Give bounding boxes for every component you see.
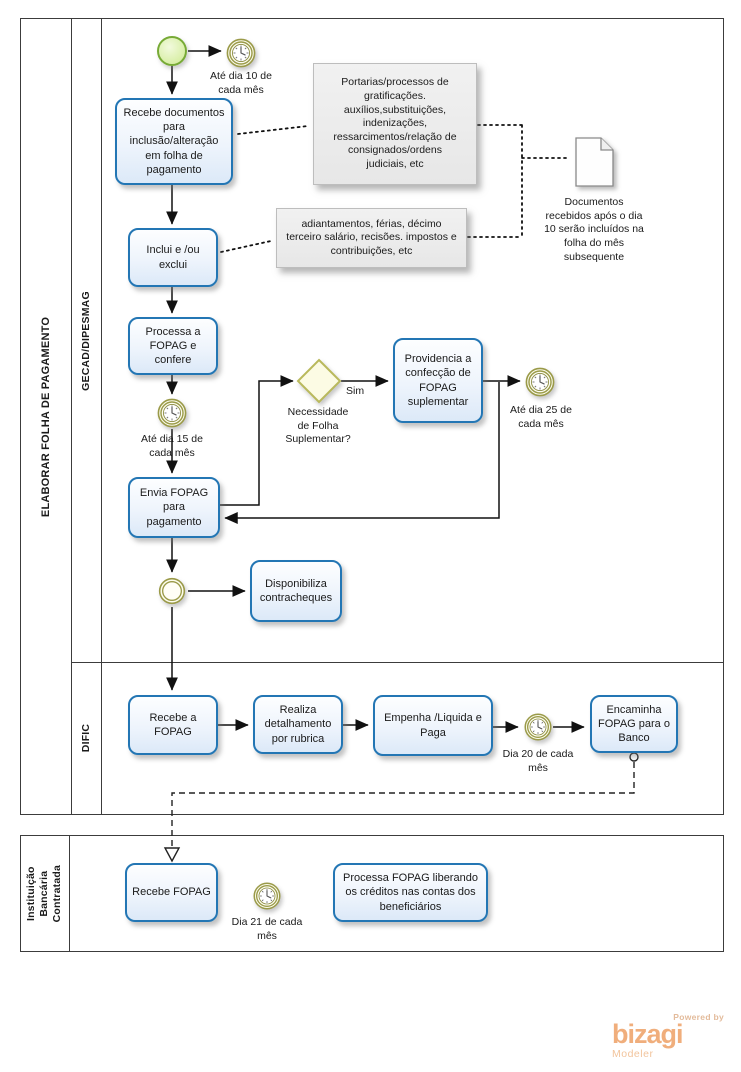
lane-divider — [71, 662, 723, 663]
gateway-necessidade-folha[interactable] — [296, 358, 342, 404]
timer-dia20-label: Dia 20 de cada mês — [502, 748, 574, 774]
task-providencia-suplementar[interactable]: Providencia a confecção de FOPAG supleme… — [393, 338, 483, 423]
timer-dia10-label: Até dia 10 de cada mês — [210, 70, 272, 96]
task-encaminha-fopag-banco[interactable]: Encaminha FOPAG para o Banco — [590, 695, 678, 753]
task-recebe-fopag[interactable]: Recebe FOPAG — [125, 863, 218, 922]
pool-instituicao-bancaria: Instituição Bancária Contratada — [20, 835, 724, 952]
timer-event-dia25-icon[interactable] — [524, 366, 556, 398]
annotation-portarias: Portarias/processos de gratificações. au… — [313, 63, 477, 185]
task-label: Empenha /Liquida e Paga — [384, 712, 482, 739]
document-icon[interactable] — [575, 137, 615, 187]
task-label: Encaminha FOPAG para o Banco — [598, 703, 670, 745]
pool1-title-cell: ELABORAR FOLHA DE PAGAMENTO — [21, 19, 72, 814]
annotation-adiantamentos: adiantamentos, férias, décimo terceiro s… — [276, 208, 467, 268]
task-label: Inclui e /ou exclui — [146, 244, 200, 271]
timer-event-dia10-icon[interactable] — [225, 37, 257, 69]
message-flow-encaminha-to-recebe-fopag — [163, 752, 639, 863]
pool-elaborar-folha: ELABORAR FOLHA DE PAGAMENTO GECAD/DIPESM… — [20, 18, 724, 815]
task-realiza-detalhamento[interactable]: Realiza detalhamento por rubrica — [253, 695, 343, 754]
task-processa-confere[interactable]: Processa a FOPAG e confere — [128, 317, 218, 375]
flow-loop-to-envia — [224, 382, 500, 524]
lane-dific-label-cell: DIFIC — [71, 662, 102, 814]
task-label: Recebe a FOPAG — [149, 711, 197, 738]
bizagi-logo: bizagi — [612, 1019, 684, 1049]
task-label: Recebe documentos para inclusão/alteraçã… — [123, 106, 225, 176]
pool2-title-cell: Instituição Bancária Contratada — [21, 836, 70, 951]
assoc-recebe-doc-to-note1 — [237, 125, 309, 135]
annotation-text: adiantamentos, férias, décimo terceiro s… — [286, 217, 457, 257]
assoc-notes-to-document — [467, 124, 571, 238]
annotation-text: Portarias/processos de gratificações. au… — [333, 76, 457, 171]
task-label: Disponibiliza contracheques — [259, 577, 333, 604]
task-label: Realiza detalhamento por rubrica — [264, 704, 332, 745]
lane-gecad-label-cell: GECAD/DIPESMAG — [71, 19, 102, 662]
gateway-sim-label: Sim — [346, 385, 365, 397]
bizagi-branding: Powered by bizagi Modeler — [612, 1012, 724, 1060]
timer-event-dia21-icon[interactable] — [252, 881, 282, 911]
task-label: Providencia a confecção de FOPAG supleme… — [404, 352, 472, 408]
start-event[interactable] — [157, 36, 187, 66]
timer-event-dia20-icon[interactable] — [523, 712, 553, 742]
task-envia-fopag[interactable]: Envia FOPAG para pagamento — [128, 477, 220, 538]
task-processa-fopag-liberando[interactable]: Processa FOPAG liberando os créditos nas… — [333, 863, 488, 922]
task-disponibiliza-contracheques[interactable]: Disponibiliza contracheques — [250, 560, 342, 622]
modeler-text: Modeler — [612, 1047, 654, 1060]
timer-dia21-label: Dia 21 de cada mês — [231, 916, 303, 942]
timer-dia25-label: Até dia 25 de cada mês — [510, 404, 572, 430]
timer-dia15-label: Até dia 15 de cada mês — [141, 433, 203, 459]
timer-event-dia15-icon[interactable] — [156, 397, 188, 429]
task-label: Processa FOPAG liberando os créditos nas… — [343, 872, 478, 913]
task-label: Recebe FOPAG — [132, 886, 211, 899]
task-empenha-liquida-paga[interactable]: Empenha /Liquida e Paga — [373, 695, 493, 756]
flow-envia-to-gateway — [220, 375, 294, 506]
gateway-label: Necessidade de Folha Suplementar? — [285, 406, 351, 446]
task-recebe-documentos[interactable]: Recebe documentos para inclusão/alteraçã… — [115, 98, 233, 185]
powered-by-text: Powered by — [673, 1012, 724, 1022]
task-label: Processa a FOPAG e confere — [145, 325, 201, 367]
document-label: Documentos recebidos após o dia 10 serão… — [544, 196, 644, 263]
intermediate-event-icon[interactable] — [157, 576, 187, 606]
task-label: Envia FOPAG para pagamento — [139, 487, 209, 528]
task-recebe-a-fopag[interactable]: Recebe a FOPAG — [128, 695, 218, 755]
assoc-inclui-to-note2 — [220, 240, 272, 253]
task-inclui-exclui[interactable]: Inclui e /ou exclui — [128, 228, 218, 287]
